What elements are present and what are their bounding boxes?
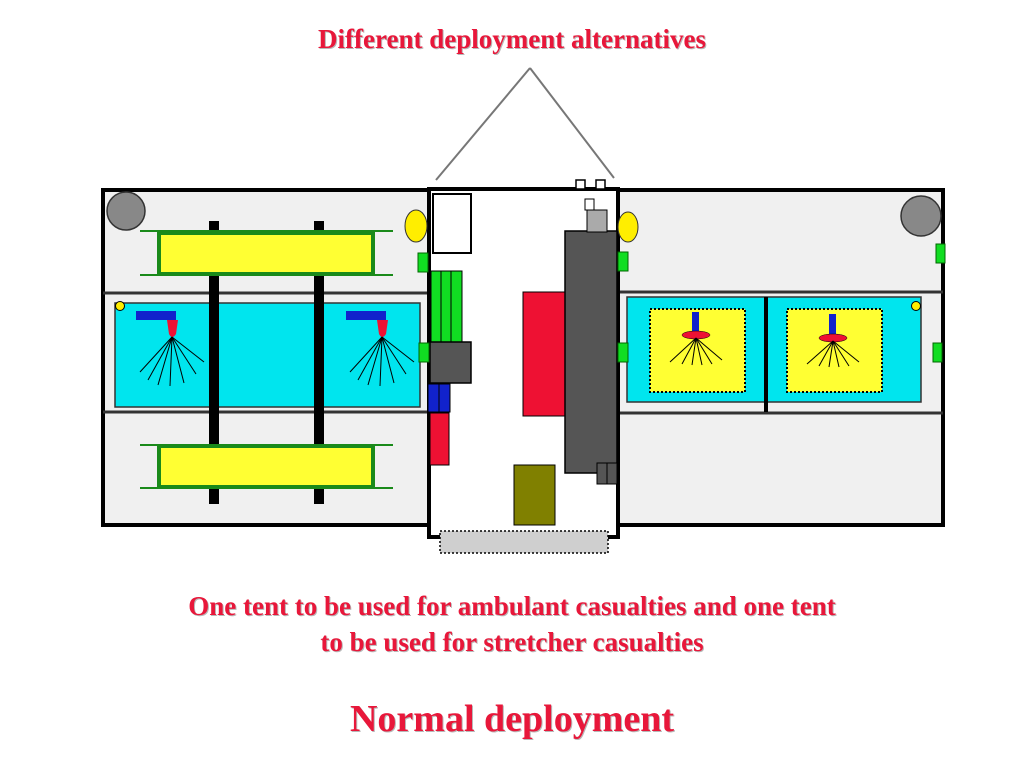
stretcher-bottom	[157, 444, 375, 489]
light-icon	[404, 209, 428, 243]
right-tent-corner-post	[900, 195, 942, 237]
grey-unit	[429, 341, 472, 384]
red-tank	[429, 412, 450, 466]
description: One tent to be used for ambulant casualt…	[0, 588, 1024, 660]
light-icon	[617, 211, 639, 243]
green-cabinet	[430, 270, 463, 344]
entrance-ramp	[439, 530, 609, 554]
left-tent-pole	[314, 221, 324, 504]
left-tent-pole	[209, 221, 219, 504]
right-tent	[615, 188, 946, 527]
stretcher-top	[157, 231, 375, 276]
description-line-2: to be used for stretcher casualties	[320, 627, 704, 657]
grey-column	[564, 198, 618, 485]
left-tent-corner-post	[106, 191, 146, 231]
caption: Normal deployment	[349, 698, 675, 740]
shower-cubicle	[649, 308, 746, 393]
olive-unit	[513, 464, 556, 526]
central-container	[404, 179, 639, 554]
shower-head-icon	[136, 311, 205, 387]
shower-cubicle	[786, 308, 883, 393]
shower-head-icon	[346, 311, 415, 387]
left-shower-bay	[114, 301, 421, 408]
description-line-1: One tent to be used for ambulant casualt…	[188, 591, 836, 621]
diagram-title: Different deployment alternatives	[318, 24, 706, 54]
left-tent	[101, 188, 433, 527]
red-unit	[522, 291, 566, 417]
title-pointer-lines	[435, 67, 615, 181]
